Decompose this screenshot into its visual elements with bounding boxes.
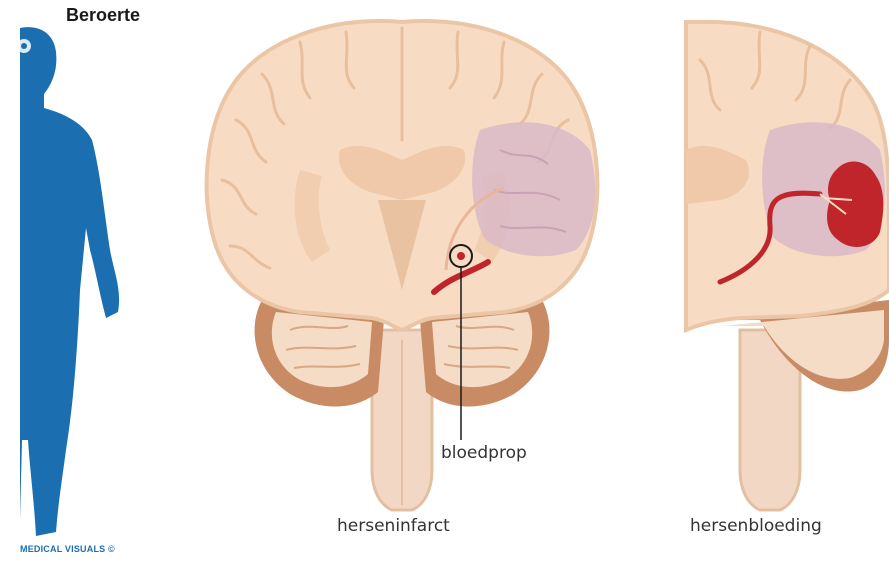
brain-hemorrhage: [686, 22, 889, 510]
human-silhouette: [17, 27, 119, 536]
diagram-title: Beroerte: [66, 5, 140, 26]
infarct-label: herseninfarct: [337, 516, 450, 536]
clot-label: bloedprop: [441, 443, 527, 463]
credit-text: MEDICAL VISUALS ©: [20, 544, 115, 554]
hemorrhage-label: hersenbloeding: [690, 516, 822, 536]
brain-infarct: [207, 21, 598, 510]
